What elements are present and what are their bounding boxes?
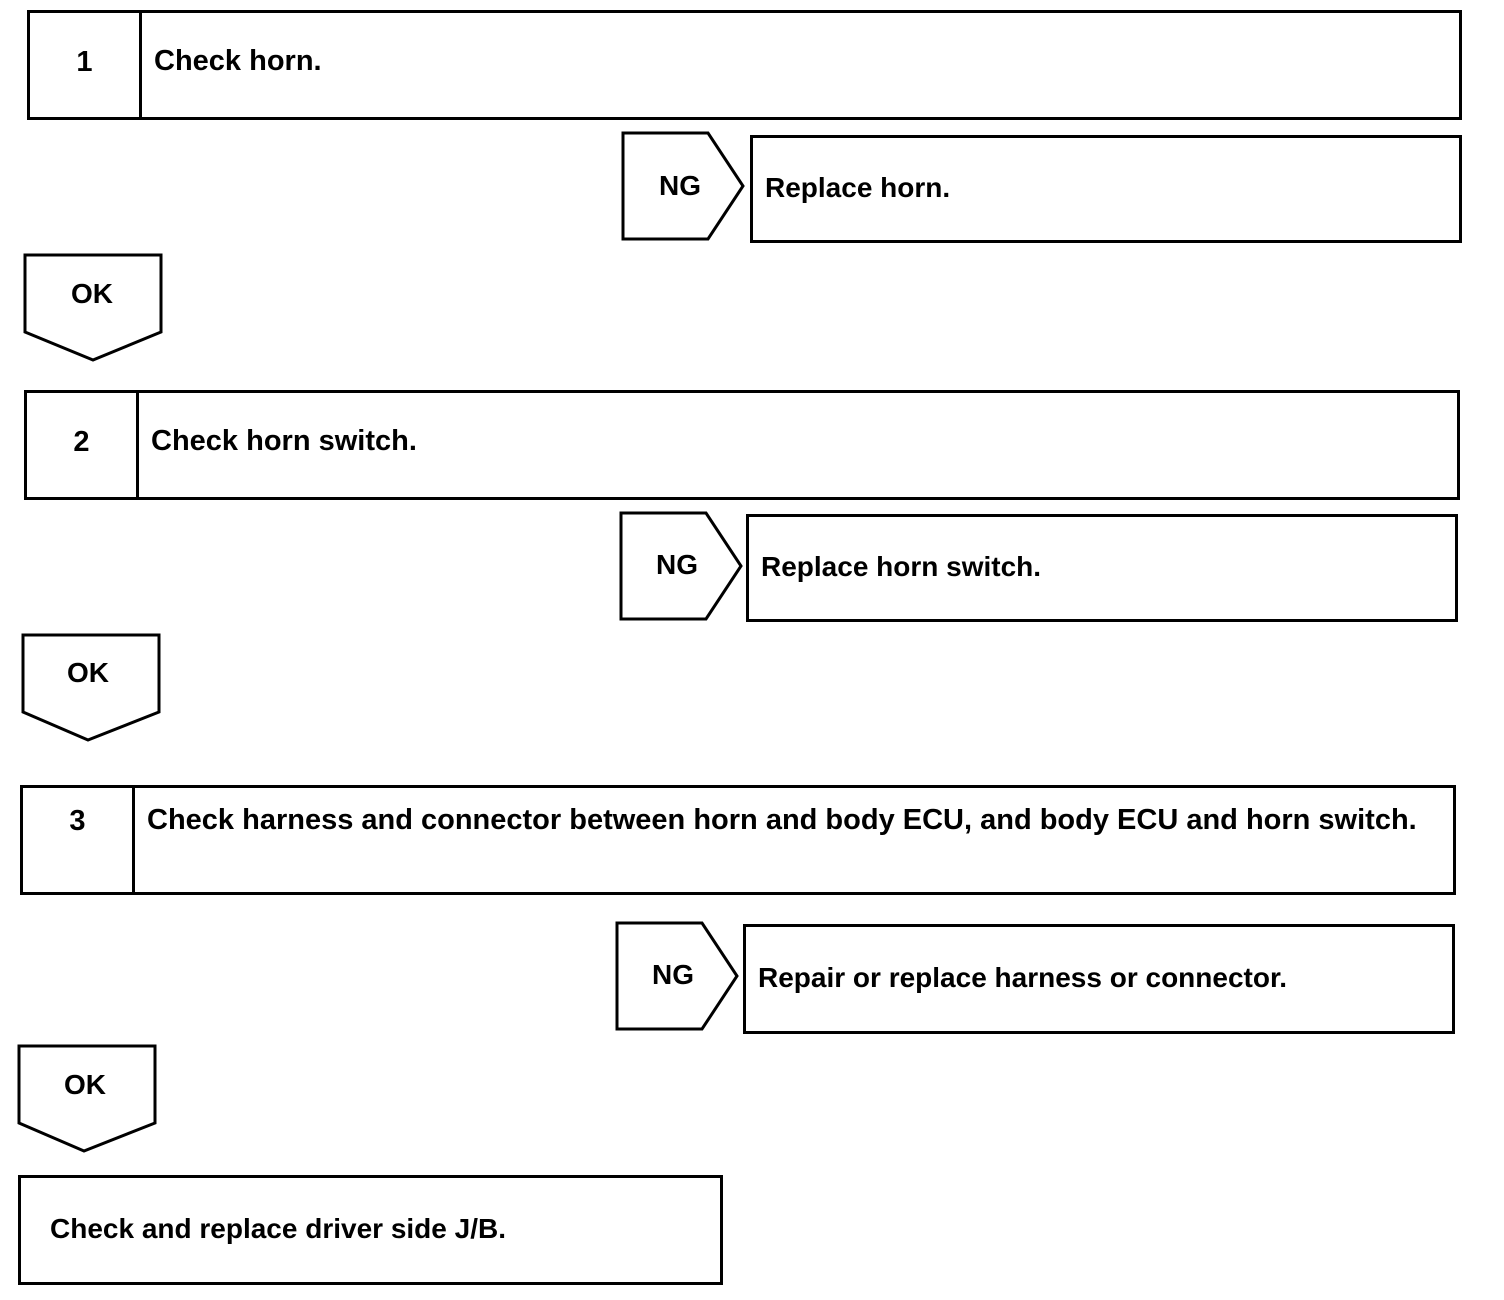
step-1-number: 1 <box>30 13 142 117</box>
final-action-box: Check and replace driver side J/B. <box>18 1175 723 1285</box>
step-2-number: 2 <box>27 393 139 497</box>
step-2-box: 2 Check horn switch. <box>24 390 1460 500</box>
step-1-ng-action-text: Replace horn. <box>765 172 951 203</box>
step-2-text: Check horn switch. <box>151 425 417 457</box>
step-2-ok-arrow <box>21 633 161 742</box>
step-1-text: Check horn. <box>154 45 322 77</box>
step-1-ng-action-box: Replace horn. <box>750 135 1462 243</box>
step-1-ng-label: NG <box>659 170 701 201</box>
step-1-ok-label: OK <box>71 278 113 309</box>
step-3-text: Check harness and connector between horn… <box>147 804 1417 836</box>
step-3-box: 3 Check harness and connector between ho… <box>20 785 1456 895</box>
step-2-ng-label: NG <box>656 549 698 580</box>
step-3-ng-arrow <box>615 921 739 1031</box>
step-3-ng-label: NG <box>652 959 694 990</box>
step-2-ok-label: OK <box>67 657 109 688</box>
step-1-ng-arrow <box>621 131 745 241</box>
step-3-number: 3 <box>23 788 135 892</box>
step-2-ng-action-box: Replace horn switch. <box>746 514 1458 622</box>
step-3-ng-action-text: Repair or replace harness or connector. <box>758 962 1288 993</box>
final-action-text: Check and replace driver side J/B. <box>50 1213 506 1244</box>
step-2-ng-arrow <box>619 511 743 621</box>
step-3-ok-label: OK <box>64 1069 106 1100</box>
step-1-ok-arrow <box>23 253 163 362</box>
step-1-box: 1 Check horn. <box>27 10 1462 120</box>
step-3-ok-arrow <box>17 1044 157 1153</box>
step-2-ng-action-text: Replace horn switch. <box>761 551 1042 582</box>
step-3-ng-action-box: Repair or replace harness or connector. <box>743 924 1455 1034</box>
